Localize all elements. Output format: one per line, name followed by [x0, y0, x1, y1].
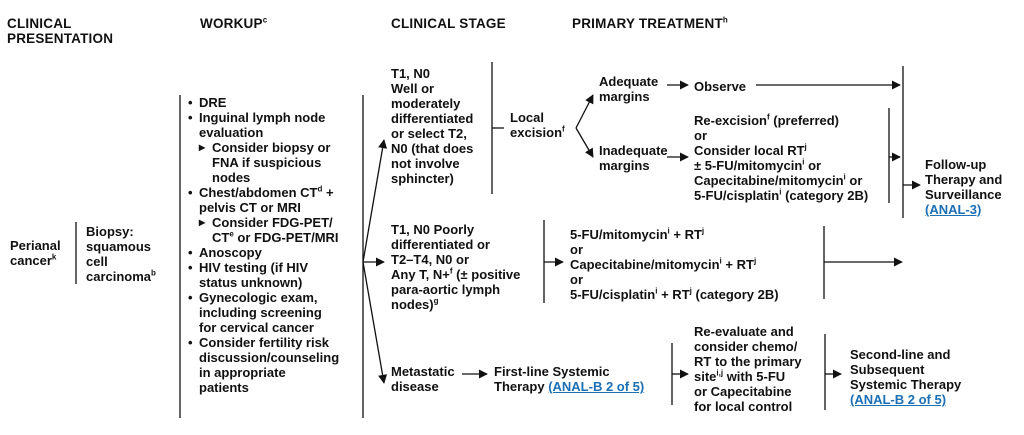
header-clinical-presentation: CLINICAL PRESENTATION	[7, 16, 113, 46]
perianal-line1: Perianal	[10, 238, 61, 253]
perianal-footnote: k	[51, 252, 57, 262]
workup-item-chest-ct: Chest/abdomen CTd +pelvis CT or MRI	[188, 185, 339, 215]
header-workup: WORKUPc	[200, 16, 267, 31]
link-anal-b-secondline[interactable]: (ANAL-B 2 of 5)	[850, 392, 947, 407]
node-firstline-therapy: First-line Systemic Therapy (ANAL-B 2 of…	[494, 364, 645, 394]
biopsy-line4: carcinoma	[86, 269, 152, 284]
header-primary-treatment-label: PRIMARY TREATMENT	[572, 16, 723, 31]
arrow-to-metastatic	[362, 261, 388, 384]
node-local-excision: Local excisionf	[510, 110, 565, 140]
perianal-line2: cancer	[10, 253, 52, 268]
biopsy-line3: cell	[86, 254, 108, 269]
node-stage-metastatic: Metastatic disease	[391, 364, 455, 394]
header-clinical-presentation-line2: PRESENTATION	[7, 31, 114, 46]
node-observe: Observe	[694, 79, 747, 94]
link-anal-b-firstline[interactable]: (ANAL-B 2 of 5)	[548, 379, 645, 394]
biopsy-line1: Biopsy:	[86, 224, 134, 239]
biopsy-footnote: b	[151, 268, 156, 278]
workup-item-dre: DRE	[188, 95, 339, 110]
header-clinical-presentation-line1: CLINICAL	[7, 16, 72, 31]
node-stage-locoregional: T1, N0 Poorly differentiated or T2–T4, N…	[391, 222, 521, 312]
header-primary-treatment-footnote: h	[722, 15, 728, 25]
link-anal-3[interactable]: (ANAL-3)	[925, 202, 982, 217]
node-reevaluate: Re-evaluate and consider chemo/ RT to th…	[694, 324, 802, 414]
node-stage-early: T1, N0 Well or moderately differentiated…	[391, 66, 474, 186]
arrow-to-adequate	[575, 94, 594, 129]
workup-subitem-fdg-pet: Consider FDG-PET/CTe or FDG-PET/MRI	[188, 215, 339, 245]
node-chemoradiation: 5-FU/mitomycini + RTj or Capecitabine/mi…	[570, 226, 779, 302]
node-reexcision: Re-excisionf (preferred) or Consider loc…	[694, 112, 869, 203]
header-workup-footnote: c	[262, 15, 268, 25]
arrow-to-inadequate	[575, 127, 594, 158]
node-biopsy: Biopsy: squamous cell carcinomab	[86, 224, 156, 284]
node-adequate-margins: Adequate margins	[599, 74, 659, 104]
node-inadequate-margins: Inadequate margins	[599, 143, 668, 173]
workup-item-gynecologic: Gynecologic exam,including screeningfor …	[188, 290, 339, 335]
node-followup: Follow-up Therapy and Surveillance (ANAL…	[925, 157, 1003, 217]
workup-item-anoscopy: Anoscopy	[188, 245, 339, 260]
node-perianal-cancer: Perianal cancerk	[10, 238, 61, 268]
node-secondline-therapy: Second-line and Subsequent Systemic Ther…	[850, 347, 962, 407]
header-workup-label: WORKUP	[200, 16, 263, 31]
arrow-to-early	[362, 139, 388, 263]
header-primary-treatment: PRIMARY TREATMENTh	[572, 16, 728, 31]
workup-item-fertility: Consider fertility riskdiscussion/counse…	[188, 335, 339, 395]
biopsy-line2: squamous	[86, 239, 152, 254]
header-clinical-stage: CLINICAL STAGE	[391, 16, 506, 31]
